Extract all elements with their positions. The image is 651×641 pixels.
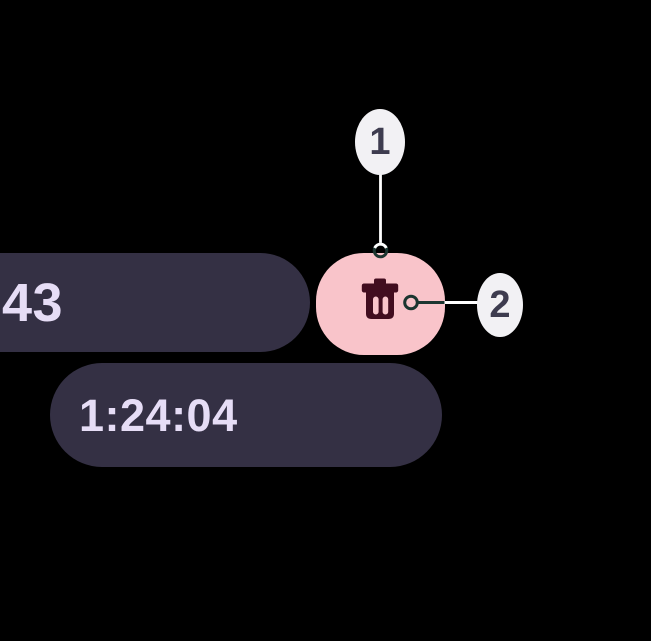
timer-text-partial: 43 xyxy=(2,272,64,333)
recording-timer-chip-partial[interactable]: 43 xyxy=(0,253,310,352)
callout-1-ring-highlight xyxy=(373,242,388,249)
callout-badge-2: 2 xyxy=(477,273,523,337)
delete-button[interactable] xyxy=(316,253,445,355)
trash-icon xyxy=(361,278,399,319)
callout-2-label: 2 xyxy=(489,284,511,326)
timer-text: 1:24:04 xyxy=(79,389,238,441)
recording-timer-chip[interactable]: 1:24:04 xyxy=(50,363,442,467)
callout-1-label: 1 xyxy=(369,121,391,163)
callout-badge-1: 1 xyxy=(355,109,405,175)
